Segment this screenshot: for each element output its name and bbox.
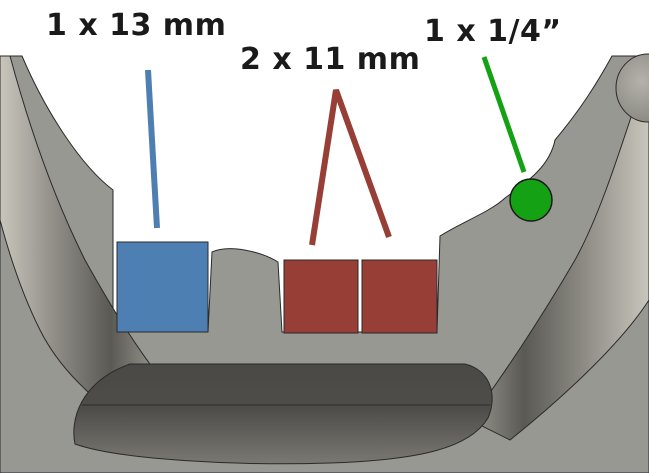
large-magnet [116,241,209,333]
leader-small-magnets [309,88,392,246]
small-magnets-label: 2 x 11 mm [240,42,421,77]
ball-label: 1 x 1/4” [424,14,562,49]
ball [509,178,553,222]
bottom-bar [73,363,493,465]
top-right-cap [615,53,649,123]
small-magnet-left [283,259,359,334]
small-magnet-right [361,259,438,334]
large-magnet-label: 1 x 13 mm [46,8,227,43]
right-bar [469,89,649,441]
leader-large-magnet [145,69,160,229]
leader-ball [481,56,527,173]
